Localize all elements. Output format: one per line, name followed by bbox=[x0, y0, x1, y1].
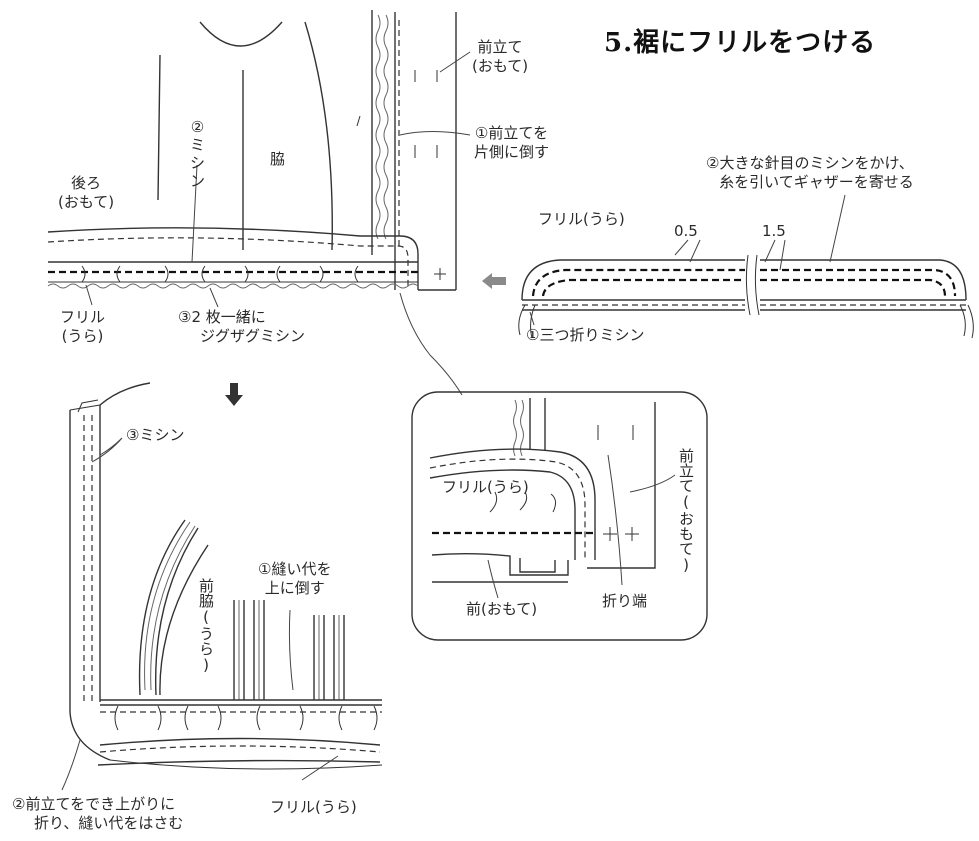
down-arrow-icon bbox=[225, 383, 243, 406]
label-detail-front-placket: 前立て(おもて) bbox=[677, 448, 695, 574]
left-arrow-icon bbox=[482, 273, 506, 289]
label-frill-strip: フリル(うら) bbox=[538, 210, 625, 228]
label-bottom-frill: フリル(うら) bbox=[270, 798, 357, 816]
label-dim-a: 0.5 bbox=[674, 222, 698, 240]
label-step2-gather: ②大きな針目のミシンをかけ、 糸を引いてギャザーを寄せる bbox=[706, 154, 914, 191]
bottom-garment-drawing bbox=[61, 382, 383, 791]
page-title: 5.裾にフリルをつける bbox=[604, 28, 877, 58]
label-frill-back: フリル (うら) bbox=[60, 308, 106, 345]
label-step2-fold: ②前立てをでき上がりに 折り、縫い代をはさむ bbox=[12, 795, 184, 832]
label-front-placket: 前立て (おもて) bbox=[472, 38, 529, 75]
label-step3-machine: ③ミシン bbox=[126, 426, 185, 444]
frill-strip-drawing bbox=[518, 194, 974, 339]
label-step2-machine: ② ミ シ ン bbox=[190, 118, 206, 190]
label-step3-zigzag: ③2 枚一緒に ジグザグミシン bbox=[178, 308, 306, 345]
label-side-seam: 脇 bbox=[270, 150, 286, 168]
label-back: 後ろ (おもて) bbox=[58, 174, 115, 211]
label-step1-hem: ①三つ折りミシン bbox=[526, 326, 645, 344]
label-dim-b: 1.5 bbox=[762, 222, 786, 240]
detail-box-drawing bbox=[411, 391, 708, 641]
top-garment-drawing bbox=[47, 10, 471, 308]
label-detail-frill: フリル(うら) bbox=[442, 478, 529, 496]
label-step1-placket: ①前立てを 片側に倒す bbox=[474, 124, 550, 161]
label-front-side: 前脇(うら) bbox=[197, 578, 215, 674]
label-detail-front: 前(おもて) bbox=[466, 600, 538, 618]
label-step1-seam: ①縫い代を 上に倒す bbox=[258, 560, 332, 597]
label-detail-fold-edge: 折り端 bbox=[602, 592, 648, 610]
